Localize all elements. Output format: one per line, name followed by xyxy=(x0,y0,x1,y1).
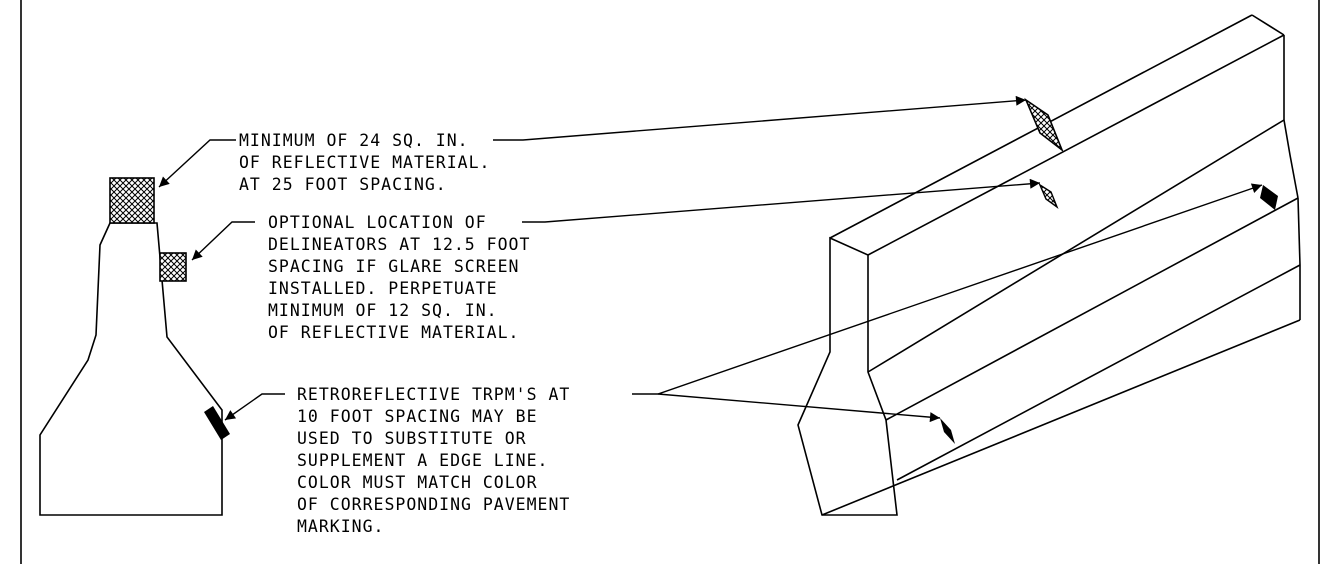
trpm-note: RETROREFLECTIVE TRPM'S AT 10 FOOT SPACIN… xyxy=(297,385,570,536)
delineator-note-line: OF REFLECTIVE MATERIAL. xyxy=(268,323,519,342)
trpm-note-line: 10 FOOT SPACING MAY BE xyxy=(297,407,538,426)
trpm-marker-section xyxy=(204,406,230,440)
trpm-note-line: RETROREFLECTIVE TRPM'S AT xyxy=(297,385,570,404)
trpm-leader xyxy=(224,393,285,421)
section-leaders xyxy=(158,139,285,421)
delineator-note-line: OPTIONAL LOCATION OF xyxy=(268,213,487,232)
trpm-note-line: SUPPLEMENT A EDGE LINE. xyxy=(297,451,548,470)
delineator-note-line: DELINEATORS AT 12.5 FOOT xyxy=(268,235,530,254)
side-delineator-hatch xyxy=(159,252,187,282)
reflective-note-line: OF REFLECTIVE MATERIAL. xyxy=(239,153,490,172)
reflective-note-line: AT 25 FOOT SPACING. xyxy=(239,175,447,194)
delineator-note-line: INSTALLED. PERPETUATE xyxy=(268,279,498,298)
top-reflector-hatch xyxy=(109,177,155,224)
trpm-note-line: MARKING. xyxy=(297,517,384,536)
sheet-border xyxy=(20,0,1320,564)
perspective-leaders xyxy=(493,95,1263,423)
delineator-note: OPTIONAL LOCATION OF DELINEATORS AT 12.5… xyxy=(268,213,530,342)
delineator-perspective-leader xyxy=(522,178,1041,223)
delineator-leader xyxy=(191,221,255,261)
reflective-note-line: MINIMUM OF 24 SQ. IN. xyxy=(239,131,469,150)
delineator-note-line: SPACING IF GLARE SCREEN xyxy=(268,257,519,276)
barrier-section-outline xyxy=(39,222,223,516)
trpm-note-line: OF CORRESPONDING PAVEMENT xyxy=(297,495,570,514)
trpm-perspective-leader-near xyxy=(657,393,941,423)
delineator-note-line: MINIMUM OF 12 SQ. IN. xyxy=(268,301,498,320)
reflective-perspective-leader xyxy=(493,95,1027,141)
trpm-note-line: COLOR MUST MATCH COLOR xyxy=(297,473,538,492)
trpm-note-line: USED TO SUBSTITUTE OR xyxy=(297,429,527,448)
barrier-end-face xyxy=(797,236,898,516)
barrier-perspective-view xyxy=(797,14,1301,516)
trpm-perspective-leader-far xyxy=(632,183,1263,395)
trpm-marker-near xyxy=(940,418,955,444)
top-reflector-perspective xyxy=(1024,97,1064,153)
reflective-note: MINIMUM OF 24 SQ. IN. OF REFLECTIVE MATE… xyxy=(239,131,490,194)
reflective-leader xyxy=(158,139,236,188)
delineator-perspective xyxy=(1038,183,1059,209)
trpm-marker-far xyxy=(1260,185,1278,210)
barrier-section-view xyxy=(39,177,230,516)
